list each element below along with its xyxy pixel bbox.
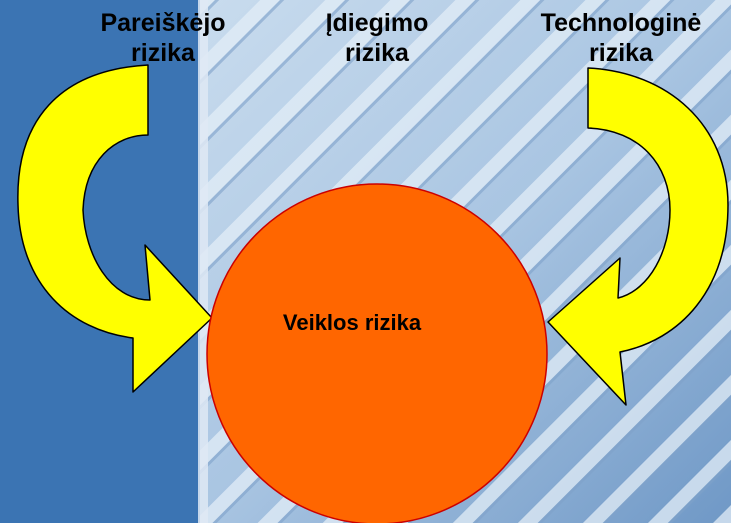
applicant-risk-line1: Pareiškėjo xyxy=(100,9,226,37)
implementation-risk-line1: Įdiegimo xyxy=(325,9,429,37)
technological-risk-line2: rizika xyxy=(589,39,653,67)
technological-risk-line1: Technologinė xyxy=(540,9,702,37)
applicant-risk-label: Pareiškėjo rizika xyxy=(68,8,258,68)
implementation-risk-label: Įdiegimo rizika xyxy=(292,8,462,68)
panel-edge xyxy=(198,0,208,523)
implementation-risk-line2: rizika xyxy=(345,39,409,67)
right-curved-arrow xyxy=(547,67,729,406)
technological-risk-label: Technologinė rizika xyxy=(496,8,731,68)
applicant-risk-line2: rizika xyxy=(131,39,195,67)
left-curved-arrow xyxy=(17,64,213,393)
operational-risk-circle xyxy=(206,183,548,523)
operational-risk-label: Veiklos rizika xyxy=(282,310,422,335)
